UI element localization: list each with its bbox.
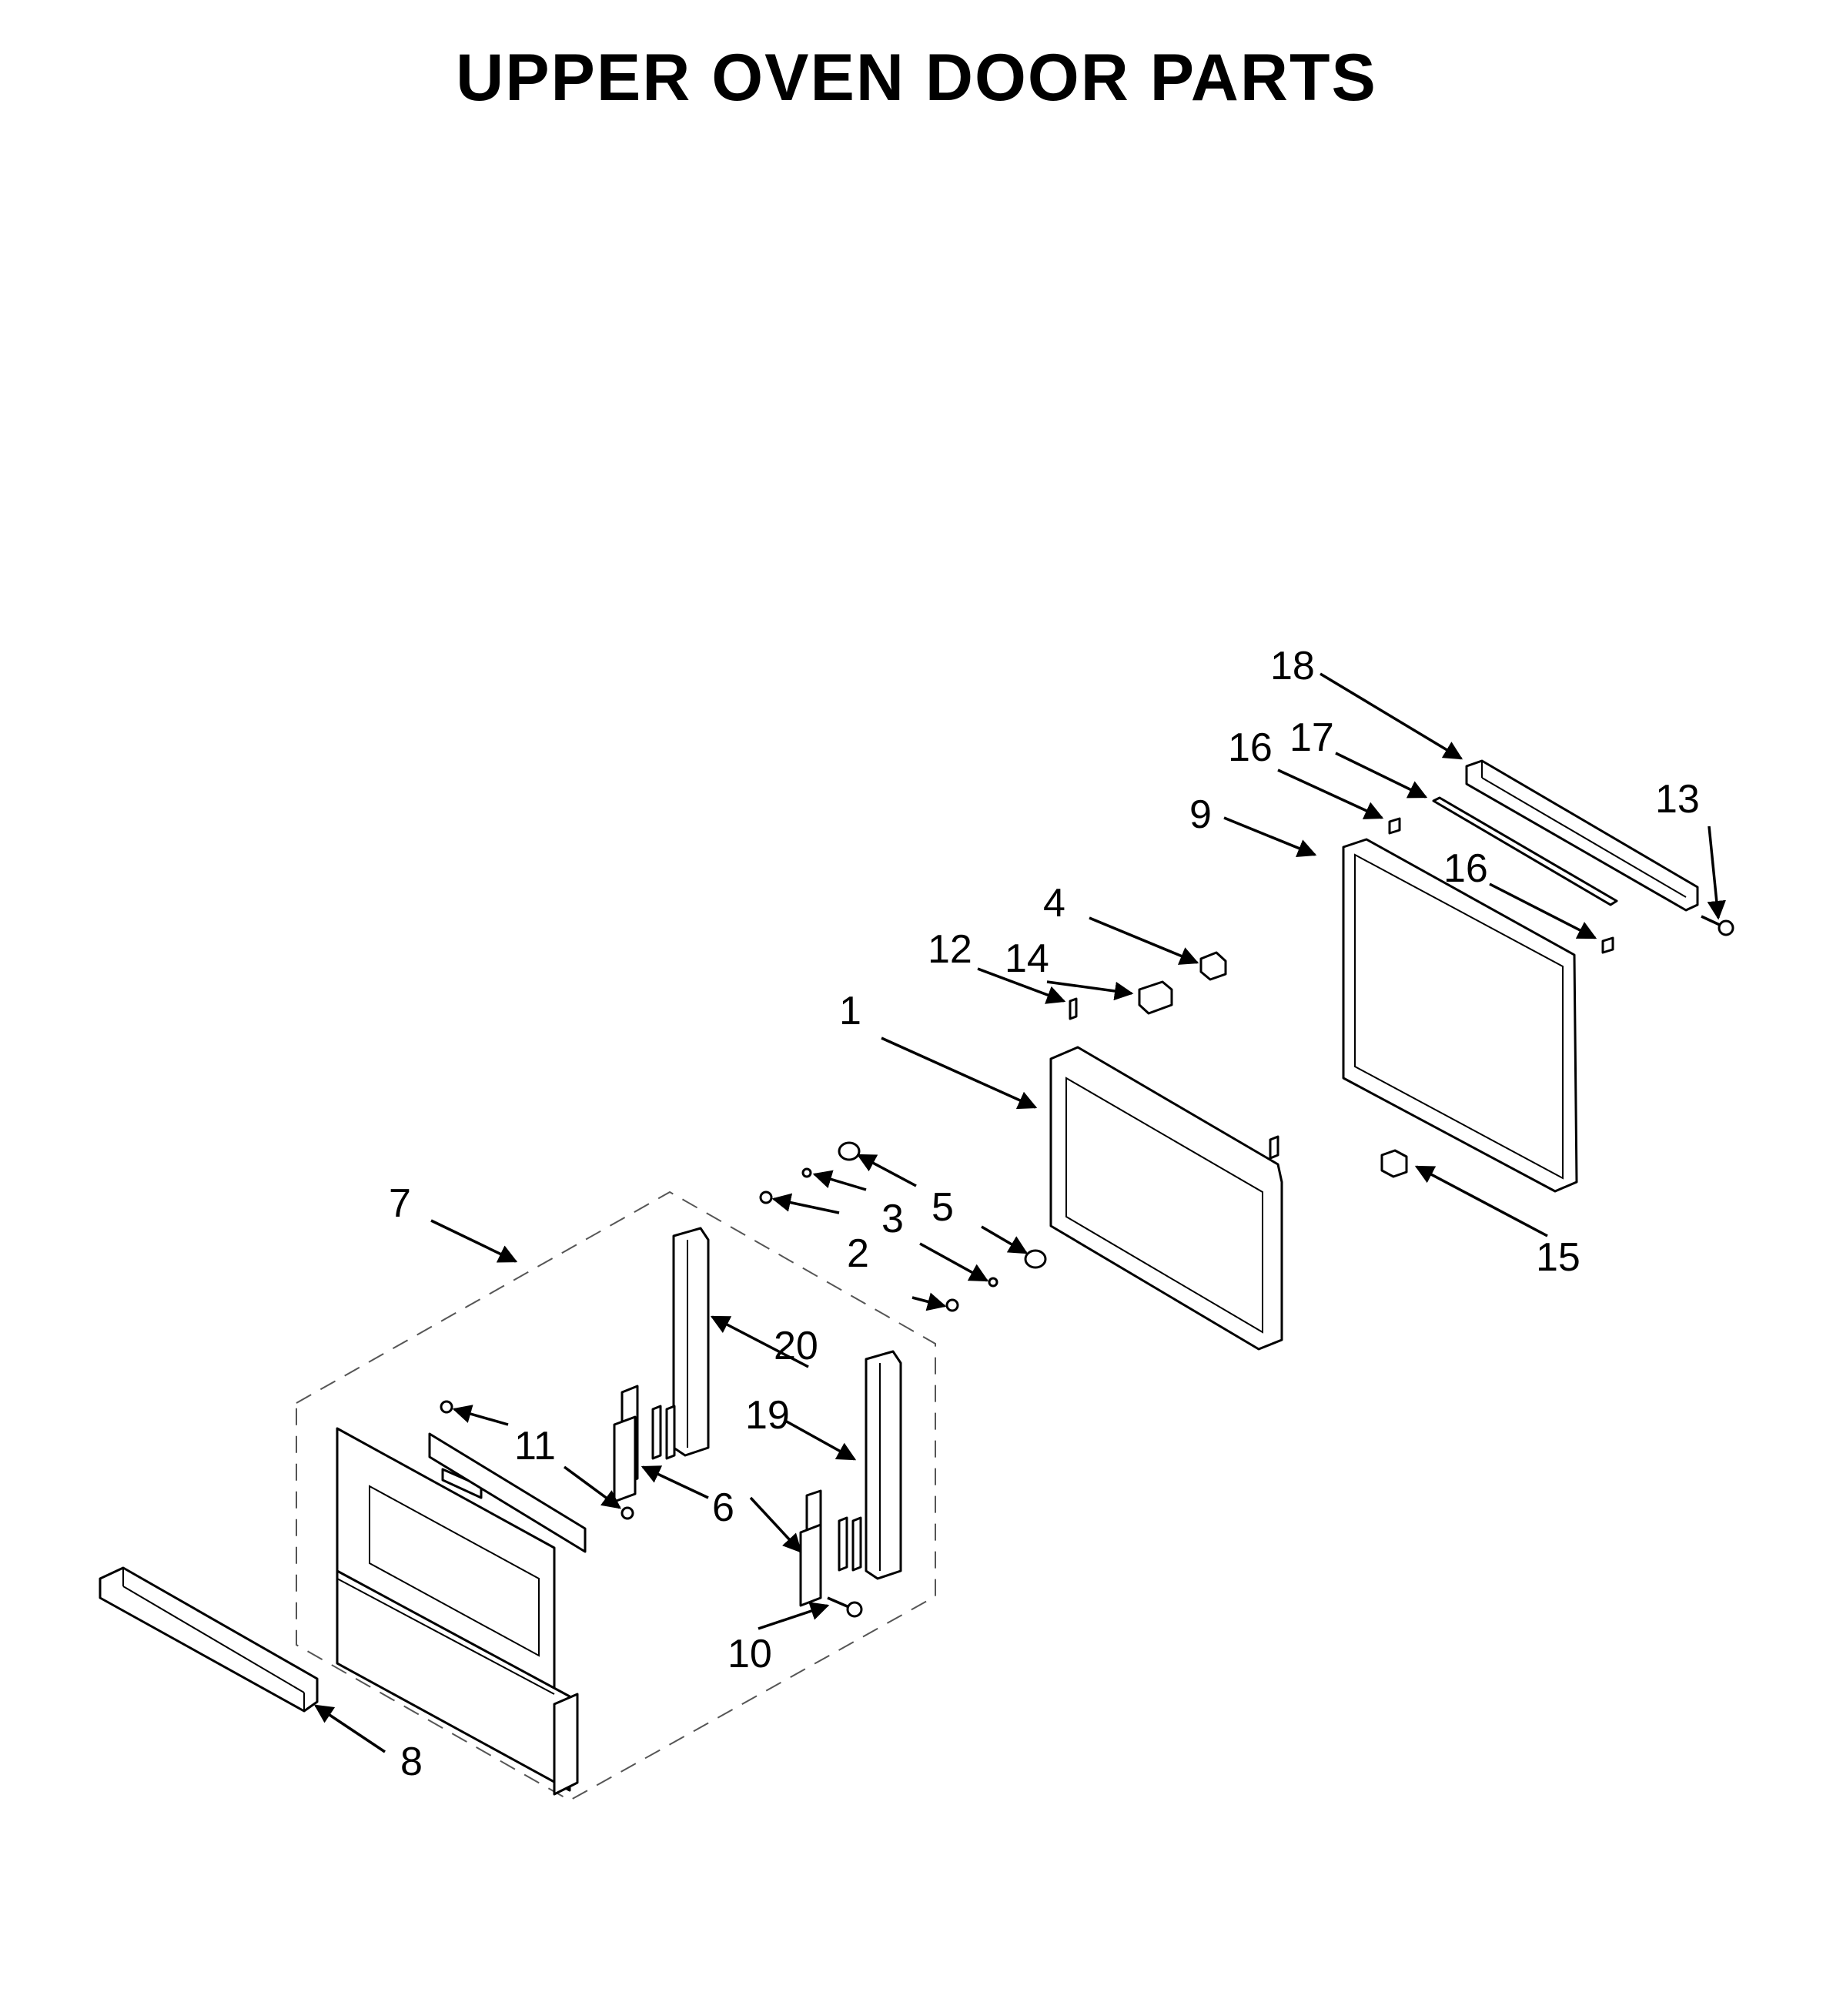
callout-labels: 1 2 3 4 5 6 7 8 9 10 11 12 13 14 15 16 1… xyxy=(389,644,1700,1784)
door-assembly-outline xyxy=(296,1191,936,1802)
label-19: 19 xyxy=(745,1393,790,1438)
part-11-nut xyxy=(440,1400,634,1520)
part-20-left-channel xyxy=(651,1227,710,1460)
part-15-bumper xyxy=(1380,1149,1408,1178)
label-16-lower: 16 xyxy=(1443,846,1488,891)
label-10: 10 xyxy=(728,1632,772,1676)
label-6: 6 xyxy=(712,1485,734,1530)
label-3: 3 xyxy=(881,1197,904,1241)
part-7-outer-door xyxy=(336,1427,579,1796)
part-6-hinge-receiver xyxy=(613,1385,822,1607)
label-17: 17 xyxy=(1289,715,1334,760)
part-10-screw xyxy=(827,1596,863,1618)
page-title: UPPER OVEN DOOR PARTS xyxy=(456,41,1377,115)
label-13: 13 xyxy=(1655,777,1700,822)
label-20: 20 xyxy=(774,1324,818,1368)
part-16-spacer-b xyxy=(1601,936,1614,954)
part-8-bottom-trim xyxy=(99,1566,319,1713)
label-16-upper: 16 xyxy=(1228,725,1273,770)
part-19-right-channel xyxy=(838,1350,902,1580)
label-15: 15 xyxy=(1536,1235,1580,1280)
part-5-grommet xyxy=(838,1141,1047,1269)
part-16-spacer-a xyxy=(1388,817,1401,835)
label-12: 12 xyxy=(928,927,972,972)
label-14: 14 xyxy=(1005,936,1049,981)
label-9: 9 xyxy=(1189,792,1212,837)
part-1-inner-frame xyxy=(1049,1046,1283,1351)
label-18: 18 xyxy=(1270,644,1315,688)
leader-lines xyxy=(313,672,1726,1753)
label-11: 11 xyxy=(514,1424,556,1468)
part-3-washer xyxy=(801,1167,998,1288)
label-4: 4 xyxy=(1043,881,1065,926)
label-8: 8 xyxy=(400,1740,423,1784)
label-5: 5 xyxy=(932,1185,954,1230)
label-1: 1 xyxy=(839,989,861,1033)
part-4-bracket xyxy=(1199,951,1227,981)
label-2: 2 xyxy=(847,1231,869,1276)
part-17-gasket xyxy=(1432,796,1618,906)
part-18-top-trim xyxy=(1465,759,1699,912)
panel-glass-strip xyxy=(428,1432,587,1553)
label-7: 7 xyxy=(389,1181,411,1226)
part-12-clip xyxy=(1069,997,1078,1020)
part-2-washer xyxy=(759,1191,959,1312)
part-14-latch xyxy=(1138,980,1173,1015)
part-9-inner-glass xyxy=(1342,838,1578,1193)
part-13-screw xyxy=(1701,915,1734,936)
